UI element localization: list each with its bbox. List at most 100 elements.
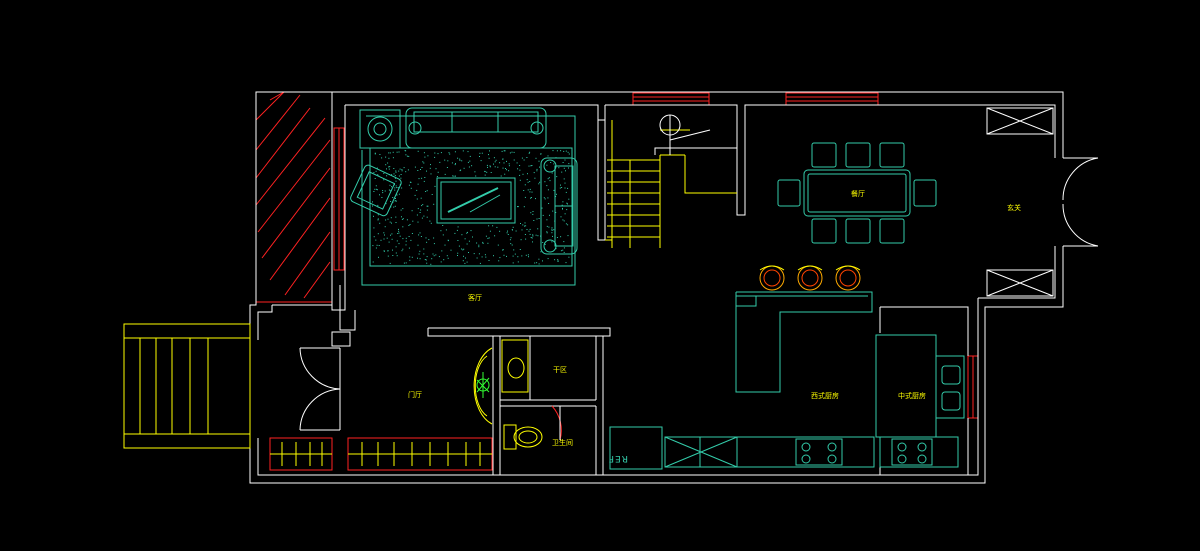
rug-speck <box>420 197 422 199</box>
rug-speck <box>480 160 482 162</box>
rug-speck <box>402 218 404 220</box>
label-side-entry: 玄关 <box>1007 203 1021 212</box>
rug-speck <box>534 262 536 264</box>
rug-speck <box>398 230 400 232</box>
rug-speck <box>530 197 532 199</box>
rug-speck <box>525 225 527 227</box>
rug-speck <box>527 181 529 183</box>
rug-speck <box>567 151 569 153</box>
rug-speck <box>422 204 424 206</box>
rug-speck <box>556 176 558 178</box>
rug-speck <box>398 228 399 230</box>
rug-speck <box>401 169 403 171</box>
rug-speck <box>553 229 555 231</box>
rug-speck <box>520 239 522 241</box>
rug-speck <box>405 240 407 242</box>
rug-speck <box>566 202 568 204</box>
rug-speck <box>539 181 541 183</box>
rug-speck <box>423 162 425 164</box>
rug-speck <box>395 198 396 199</box>
rug-speck <box>397 233 399 234</box>
rug-speck <box>537 228 539 230</box>
rug-speck <box>444 244 446 246</box>
rug-speck <box>523 159 525 161</box>
window-top-stair <box>632 92 710 106</box>
rug-speck <box>426 262 428 264</box>
rug-speck <box>453 175 455 177</box>
rug-speck <box>568 198 570 200</box>
rug-speck <box>513 249 515 251</box>
rug-speck <box>542 214 544 216</box>
rug-speck <box>375 188 377 190</box>
rug-speck <box>511 229 513 231</box>
rug-speck <box>424 177 426 178</box>
rug-speck <box>488 225 490 227</box>
rug-speck <box>468 252 469 253</box>
rug-speck <box>531 165 533 166</box>
rug-speck <box>381 197 383 198</box>
rug-speck <box>548 203 550 204</box>
rug-speck <box>394 200 396 202</box>
rug-speck <box>373 236 375 238</box>
rug-speck <box>459 159 461 161</box>
rug-speck <box>389 166 391 168</box>
window-top-dining <box>785 92 879 106</box>
rug-speck <box>392 249 393 251</box>
rug-speck <box>567 224 569 226</box>
rug-speck <box>502 249 504 251</box>
rug-speck <box>396 194 398 196</box>
rug-speck <box>431 194 433 195</box>
rug-speck <box>549 214 550 216</box>
rug-speck <box>405 244 407 246</box>
rug-speck <box>544 181 546 183</box>
rug-speck <box>511 151 513 153</box>
rug-speck <box>475 175 477 177</box>
rug-speck <box>513 151 515 153</box>
rug-speck <box>512 262 514 264</box>
rug-speck <box>560 250 562 252</box>
dining-chair <box>811 218 837 244</box>
rug-speck <box>389 190 391 192</box>
rug-speck <box>538 160 540 162</box>
rug-speck <box>383 238 385 240</box>
rug-speck <box>538 218 540 219</box>
rug-speck <box>430 173 432 175</box>
rug-speck <box>377 214 379 216</box>
rug-speck <box>528 165 530 167</box>
rug-speck <box>405 171 407 173</box>
rug-speck <box>540 153 542 155</box>
rug-speck <box>420 169 421 170</box>
rug-speck <box>394 175 396 177</box>
rug-speck <box>438 256 440 258</box>
rug-speck <box>447 160 449 162</box>
rug-speck <box>527 254 529 256</box>
rug-speck <box>563 220 565 222</box>
rug-speck <box>523 206 525 208</box>
rug-speck <box>563 247 565 249</box>
rug-speck <box>401 170 403 172</box>
rug-speck <box>519 174 521 176</box>
label-fridge: REF <box>608 453 628 463</box>
rug-speck <box>555 248 557 250</box>
rug-speck <box>447 239 449 241</box>
rug-speck <box>567 203 568 205</box>
dining-chair <box>845 218 871 244</box>
rug-speck <box>472 236 473 238</box>
rug-speck <box>479 156 480 157</box>
rug-speck <box>401 218 403 220</box>
rug-speck <box>528 152 530 154</box>
rug-speck <box>394 205 396 207</box>
rug-speck <box>550 162 552 163</box>
rug-speck <box>419 232 421 234</box>
rug-speck <box>556 237 558 238</box>
rug-speck <box>395 185 397 187</box>
rug-speck <box>434 152 436 154</box>
rug-speck <box>373 172 375 174</box>
rug-speck <box>375 185 377 187</box>
rug-speck <box>532 213 534 215</box>
rug-speck <box>551 172 553 174</box>
kitchen-island <box>735 291 873 393</box>
rug-speck <box>532 241 533 243</box>
rug-speck <box>390 234 391 236</box>
rug-speck <box>517 168 519 170</box>
